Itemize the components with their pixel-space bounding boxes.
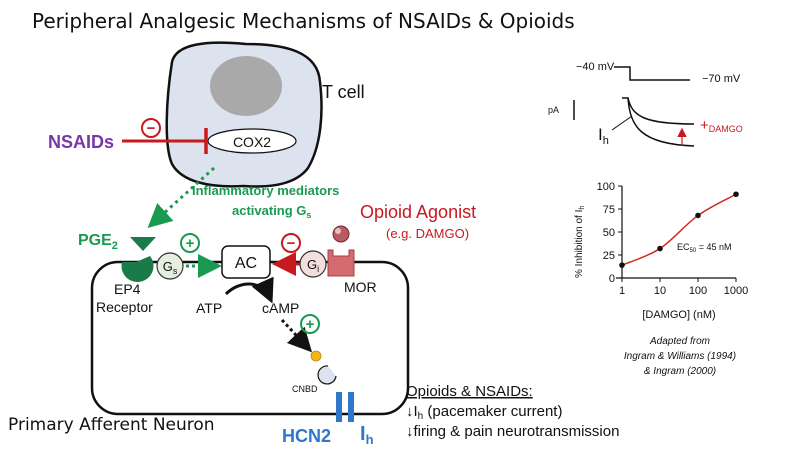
trace-ih-label: Ih	[598, 125, 609, 147]
minus-icon-gi	[281, 233, 301, 253]
damgo-trace	[627, 97, 695, 125]
hcn2-label: HCN2	[282, 426, 331, 446]
hcn2-channel-right	[348, 392, 354, 422]
inflammatory-line2: activating Gs	[232, 203, 311, 220]
v-step-label: −70 mV	[702, 73, 741, 85]
data-point	[733, 191, 739, 198]
ec50-annotation: EC50 = 45 nM	[677, 242, 731, 254]
x-ticks: 1 10 100 1000	[619, 278, 748, 297]
minus-sign: −	[147, 120, 156, 137]
cox2-label: COX2	[233, 134, 271, 150]
chart-xlabel: [DAMGO] (nM)	[642, 309, 715, 321]
nucleus	[210, 56, 282, 116]
citation-line2: Ingram & Williams (1994)	[624, 351, 736, 362]
plus-sign-gs: +	[186, 235, 195, 252]
data-points	[619, 191, 739, 268]
y-tick-label: 50	[603, 227, 615, 239]
pge2-label: PGE2	[78, 232, 118, 252]
camp-to-hcn2-arrow	[280, 318, 313, 353]
pa-label: pA	[548, 105, 559, 115]
voltage-step	[614, 66, 690, 81]
mor-receptor-icon	[327, 249, 355, 277]
data-point	[619, 262, 625, 268]
opioid-example: (e.g. DAMGO)	[386, 226, 469, 241]
gi-protein	[299, 250, 327, 278]
opioid-ligand-icon	[332, 225, 350, 243]
camp-label: cAMP	[262, 300, 299, 316]
gi-label: Gi	[307, 257, 319, 274]
effect-ih: ↓Ih (pacemaker current)	[406, 403, 562, 422]
data-point	[695, 212, 701, 219]
effect-firing: ↓firing & pain neurotransmission	[406, 423, 619, 440]
cox2-enzyme	[207, 128, 297, 154]
x-tick-label: 1	[619, 285, 625, 297]
chart-ylabel: % Inhibition of Ih	[574, 206, 586, 278]
gs-label: Gs	[163, 259, 178, 276]
atp-to-camp-arrow	[224, 276, 274, 304]
current-trace-panel: −40 mV −70 mV pA Ih +DAMGO	[548, 61, 743, 147]
t-cell-label: T cell	[322, 82, 365, 102]
inflammatory-line1: Inflammatory mediators	[192, 183, 339, 198]
nsaids-inhibition: NSAIDs −	[48, 118, 208, 154]
data-point	[657, 245, 663, 252]
citation-line3: & Ingram (2000)	[644, 366, 716, 377]
y-ticks: 0 25 50 75 100	[597, 181, 622, 285]
ih-pointer	[611, 115, 633, 131]
neuron-label: Primary Afferent Neuron	[8, 415, 215, 435]
plus-icon-gs	[180, 233, 200, 253]
fit-curve	[621, 193, 737, 266]
damgo-trace-label: +DAMGO	[700, 117, 743, 134]
citation-line1: Adapted from	[649, 336, 710, 347]
ih-channel-label: Ih	[360, 423, 374, 447]
y-tick-label: 0	[609, 273, 615, 285]
cnbd-label: CNBD	[292, 384, 318, 394]
pge2-ligand-icon	[130, 237, 156, 251]
x-tick-label: 100	[689, 285, 707, 297]
x-tick-label: 10	[654, 285, 666, 297]
receptor-label: Receptor	[96, 299, 153, 315]
y-tick-label: 100	[597, 181, 615, 193]
v-hold-label: −40 mV	[576, 61, 615, 73]
t-cell: COX2 T cell	[165, 41, 365, 188]
atp-label: ATP	[196, 300, 222, 316]
minus-sign-gi: −	[287, 235, 296, 252]
ac-label: AC	[235, 255, 257, 272]
hcn2-channel-left	[336, 392, 342, 422]
page-title: Peripheral Analgesic Mechanisms of NSAID…	[32, 9, 575, 33]
effects-title: Opioids & NSAIDs:	[406, 383, 533, 400]
cnbd-icon	[317, 365, 337, 385]
y-tick-label: 25	[603, 250, 615, 262]
ligand-highlight	[335, 228, 341, 234]
camp-molecule-icon	[310, 350, 322, 362]
opioid-agonist-label: Opioid Agonist	[360, 202, 476, 222]
ep4-label: EP4	[114, 281, 141, 297]
dose-response-chart: 0 25 50 75 100 1 10 100 1000 EC50 = 45 nM % Inh…	[574, 181, 748, 321]
plus-icon-camp	[300, 314, 320, 334]
y-tick-label: 75	[603, 204, 615, 216]
nsaids-label: NSAIDs	[48, 132, 114, 152]
minus-icon	[141, 118, 161, 138]
ep4-receptor-icon	[121, 256, 154, 282]
gs-protein	[156, 252, 184, 280]
mor-label: MOR	[344, 279, 377, 295]
x-tick-label: 1000	[724, 285, 748, 297]
plus-sign-camp: +	[306, 316, 315, 333]
adenylyl-cyclase	[221, 245, 271, 279]
